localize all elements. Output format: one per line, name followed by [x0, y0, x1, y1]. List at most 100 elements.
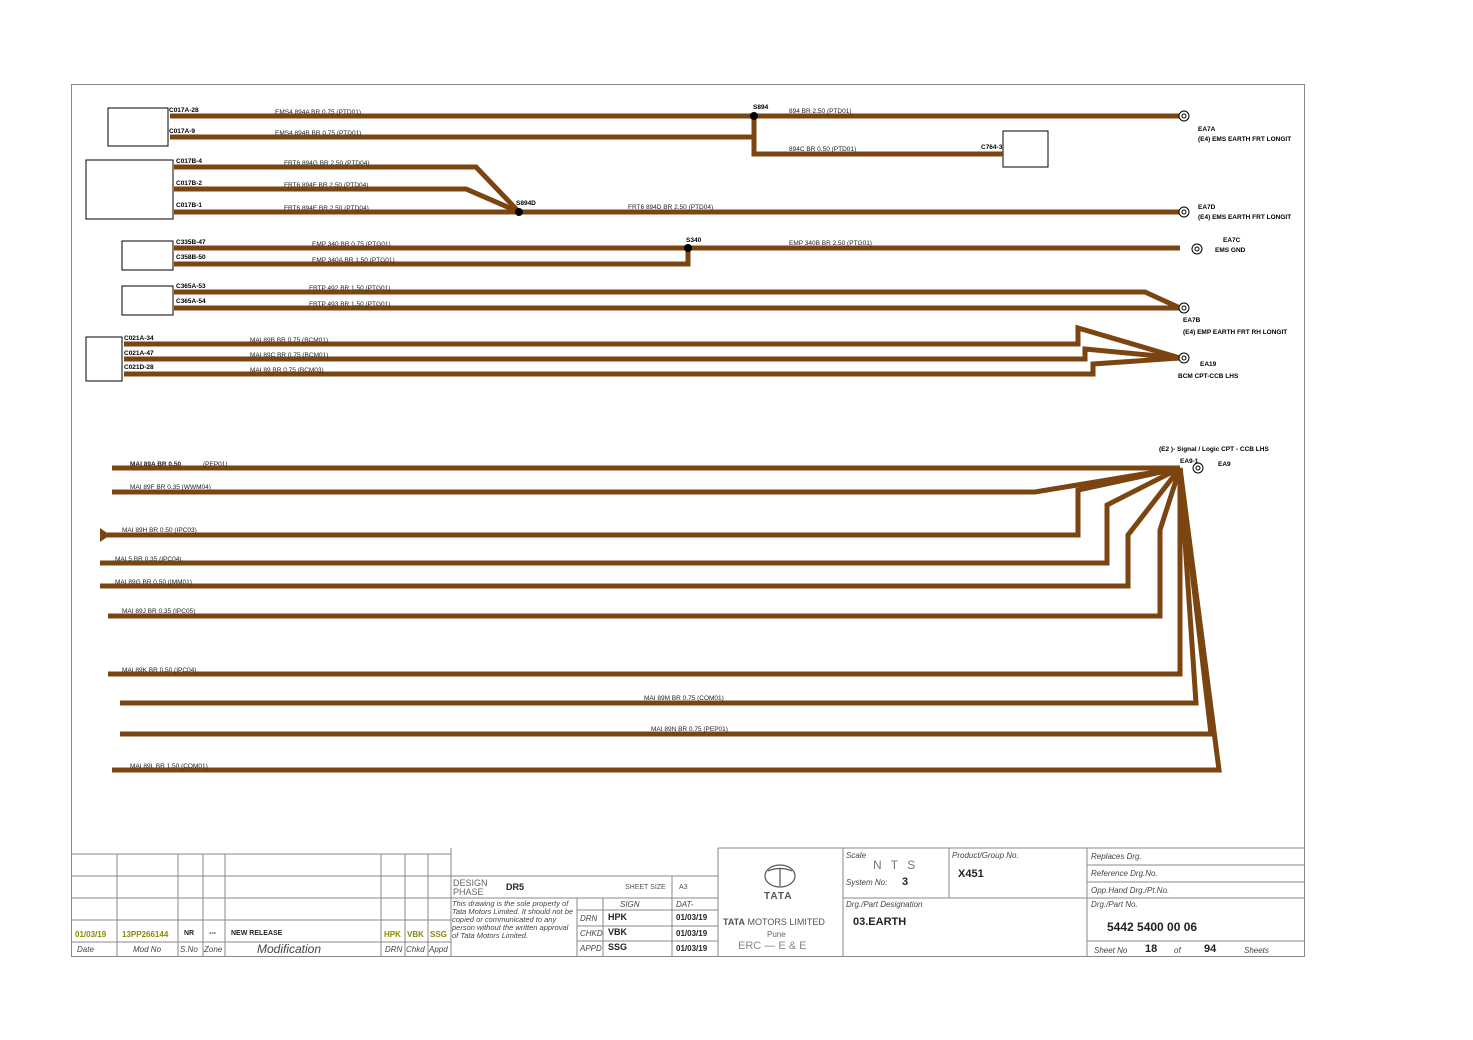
wire-label: MAI 89A BR 0.50 [130, 461, 181, 468]
wire-89h [104, 465, 1181, 538]
ground-label: (E4) EMP EARTH FRT RH LONGIT [1183, 329, 1287, 336]
wire-label: 894C BR 0.50 (PTD01) [789, 146, 856, 153]
product-value: X451 [958, 868, 984, 880]
wire-340a [174, 248, 691, 267]
appd-sign: SSG [608, 942, 628, 952]
chkd-date: 01/03/19 [676, 929, 708, 938]
wire-label: MAI 89L BR 1.50 (COM01) [130, 763, 208, 770]
connector-label: C021A-34 [124, 335, 154, 342]
ground-label: EA7C [1223, 237, 1241, 244]
connector-box-c365a [121, 285, 174, 316]
wire-label: MAI 89J BR 0.35 (IPC05) [122, 608, 195, 615]
wire-label: MAI 89 BR 0.75 (BCM03) [250, 367, 324, 374]
ground-label: EA19 [1200, 361, 1217, 368]
connector-label: C358B-50 [176, 254, 206, 261]
header-zone: Zone [204, 945, 223, 954]
wire-label: EMS4 894A BR 0.75 (PTD01) [275, 109, 361, 116]
wire-89j [108, 467, 1183, 619]
wire-89l [112, 467, 1222, 773]
chkd-label: CHKD [580, 929, 603, 938]
sheet-no-label: Sheet No [1094, 946, 1128, 955]
ground-label: EA9-1 [1180, 458, 1199, 465]
replaces-label: Replaces Drg. [1091, 852, 1142, 861]
header-drn: DRN [385, 945, 403, 954]
connector-label: C017B-2 [176, 180, 202, 187]
company-logo-text: TATA [764, 891, 793, 902]
company-brand: TATA [723, 917, 745, 927]
designation-label: Drg./Part Designation [846, 900, 923, 909]
wire-894g [174, 164, 521, 214]
date-label: DAT- [676, 900, 694, 909]
wire-label: MAI 89G BR 0.50 (IMM01) [115, 579, 192, 586]
of-label: of [1174, 946, 1181, 955]
wire-label: FRTP 492 BR 1.50 (PTG01) [309, 285, 390, 292]
connector-label: C335B-47 [176, 239, 206, 246]
wire-894b [170, 116, 757, 140]
product-label: Product/Group No. [952, 851, 1019, 860]
wire-5 [100, 465, 1182, 566]
connector-label: C017B-1 [176, 202, 202, 209]
ground-label: EMS GND [1215, 247, 1246, 254]
appd-date: 01/03/19 [676, 944, 708, 953]
wire-label: MAI 89M BR 0.75 (COM01) [644, 695, 724, 702]
connector-box-c021 [85, 336, 123, 382]
title-block-grid [71, 847, 1305, 957]
wire-label: 894 BR 2.50 (PTD01) [789, 108, 852, 115]
ground-label: (E4) EMS EARTH FRT LONGIT [1198, 136, 1291, 143]
wire-label: (PEP01) [203, 461, 228, 468]
chkd-sign: VBK [608, 927, 628, 937]
splice-label: S894D [516, 200, 536, 207]
revision-mod-no: 13PP266144 [122, 930, 169, 939]
header-chkd: Chkd [406, 945, 425, 954]
opp-hand-label: Opp.Hand Drg./Pt.No. [1091, 886, 1170, 895]
company-city: Pune [767, 930, 786, 939]
wire-label: MAI 89H BR 0.50 (IPC03) [122, 527, 197, 534]
sheet-size-label: SHEET SIZE [625, 884, 666, 891]
connector-box-c764 [1002, 130, 1049, 168]
revision-modification: NEW RELEASE [231, 930, 283, 937]
ground-label: EA7D [1198, 204, 1216, 211]
wire-89k [108, 470, 1183, 677]
connector-label: C017A-28 [169, 107, 199, 114]
reference-label: Reference Drg.No. [1091, 869, 1158, 878]
ground-label: EA7B [1183, 317, 1201, 324]
design-phase-value: DR5 [506, 882, 525, 892]
header-appd: Appd [429, 945, 448, 954]
revision-chkd: VBK [407, 930, 424, 939]
wire-label: EMS4 894B BR 0.75 (PTD01) [275, 130, 361, 137]
wire-label: FRT6 894G BR 2.50 (PTD04) [284, 160, 370, 167]
ground-label: (E4) EMS EARTH FRT LONGIT [1198, 214, 1291, 221]
sign-label: SIGN [620, 900, 640, 909]
connector-label: C365A-54 [176, 298, 206, 305]
system-label: System No: [846, 878, 888, 887]
wire-label: FRT6 894E BR 2.50 (PTD04) [284, 205, 369, 212]
ground-eyelet-icon [1178, 110, 1204, 474]
drawing-frame [71, 84, 1305, 957]
drn-sign: HPK [608, 912, 628, 922]
ground-label: BCM CPT-CCB LHS [1178, 373, 1239, 380]
revision-drn: HPK [384, 930, 401, 939]
wire-492 [174, 289, 1182, 311]
total-sheets-value: 94 [1204, 943, 1217, 955]
drn-date: 01/03/19 [676, 913, 708, 922]
wire-89c [124, 346, 1181, 362]
connector-box-c335b [121, 240, 174, 271]
revision-zone: --- [209, 930, 216, 937]
wire-label: MAI 89C BR 0.75 (BCM01) [250, 352, 328, 359]
wire-label: MAI 89N BR 0.75 (PEP01) [651, 726, 728, 733]
header-date: Date [77, 945, 94, 954]
part-no-label: Drg./Part No. [1091, 900, 1138, 909]
connector-box-c017b [85, 159, 174, 220]
drn-label: DRN [580, 914, 598, 923]
sheets-label: Sheets [1244, 946, 1269, 955]
wire-label: EMP 340 BR 0.75 (PTG01) [312, 241, 391, 248]
wire-label: EMP 340B BR 2.50 (PTG01) [789, 240, 872, 247]
copyright-notice: This drawing is the sole property of Tat… [452, 899, 574, 940]
connector-label: C764-3 [981, 144, 1003, 151]
connector-label: C017A-9 [169, 128, 195, 135]
appd-label: APPD [580, 944, 602, 953]
revision-date: 01/03/19 [75, 930, 107, 939]
designation-value: 03.EARTH [853, 916, 907, 928]
wire-label: EMP 340A BR 1.50 (PTG01) [312, 257, 395, 264]
wire-894c [751, 137, 1003, 157]
